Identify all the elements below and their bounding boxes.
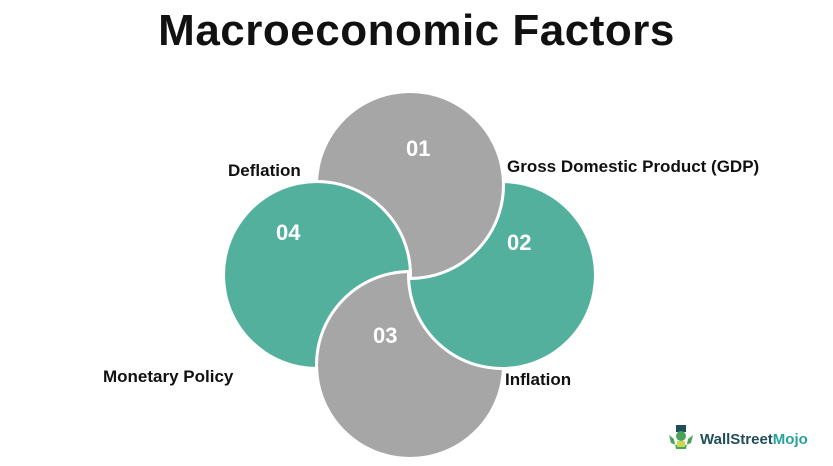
- label-deflation: Deflation: [228, 161, 301, 180]
- logo-text-wallstreet: WallStreet: [700, 430, 773, 448]
- number-04: 04: [276, 220, 301, 245]
- label-gdp: Gross Domestic Product (GDP): [507, 157, 760, 176]
- number-02: 02: [507, 230, 531, 255]
- mascot-icon: [669, 425, 693, 449]
- circle-04: [225, 183, 409, 367]
- logo-text-mojo: Mojo: [772, 430, 808, 448]
- page-title: Macroeconomic Factors: [158, 6, 675, 55]
- number-01: 01: [406, 136, 430, 161]
- label-inflation: Inflation: [505, 370, 572, 389]
- wallstreetmojo-logo: WallStreetMojo: [666, 425, 808, 453]
- number-03: 03: [373, 323, 397, 348]
- label-monetary-policy: Monetary Policy: [103, 367, 234, 386]
